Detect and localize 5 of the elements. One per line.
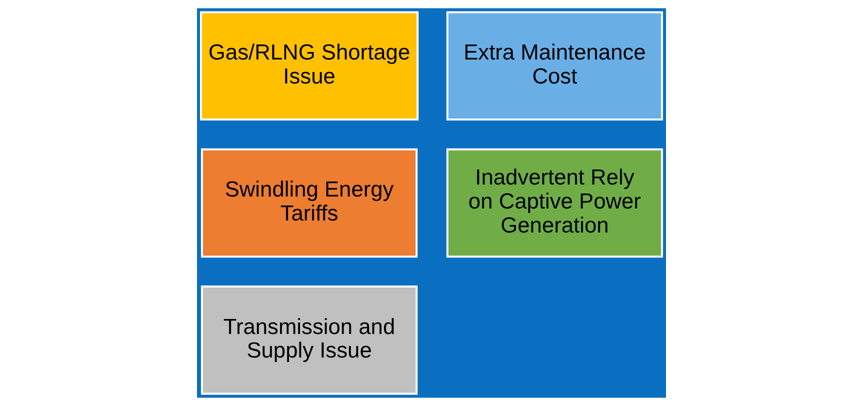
node-box: Gas/RLNG Shortage Issue: [199, 11, 418, 121]
node-box: Transmission and Supply Issue: [200, 285, 418, 395]
node-box: Extra Maintenance Cost: [446, 11, 663, 121]
node-box: Inadvertent Rely on Captive Power Generation: [446, 148, 663, 258]
node-box: Swindling Energy Tariffs: [200, 148, 418, 258]
